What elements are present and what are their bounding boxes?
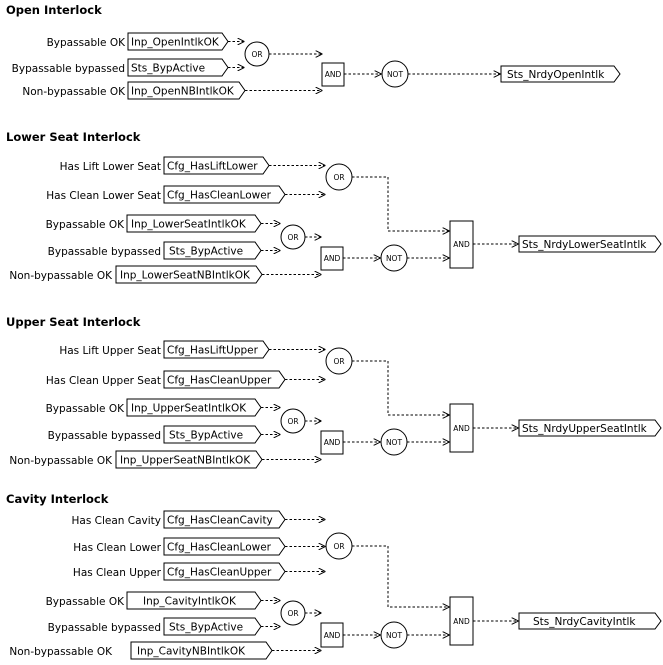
input-label: Bypassable bypassed: [48, 246, 161, 258]
condition-tag-box: [163, 340, 270, 359]
input-tag: Inp_LowerSeatNBIntlkOK: [120, 270, 251, 282]
output-tag-box: [518, 419, 662, 437]
output-tag: Sts_NrdyCavityIntlk: [533, 616, 636, 628]
input-tag: Inp_OpenIntlkOK: [131, 37, 220, 49]
input-tag-box: [163, 241, 262, 260]
input-label: Bypassable bypassed: [12, 63, 125, 75]
input-tag-box: [127, 32, 229, 51]
input-tag-box: [115, 265, 263, 284]
input-tag: Inp_UpperSeatNBIntlkOK: [120, 455, 251, 467]
condition-label: Has Clean Lower Seat: [46, 190, 161, 202]
input-label: Bypassable OK: [47, 37, 127, 49]
not-gate-label: NOT: [386, 254, 403, 263]
output-tag: Sts_NrdyOpenIntlk: [507, 69, 605, 81]
or-gate-label: OR: [333, 542, 344, 551]
section-open-interlock: Open Interlock Bypassable OK Inp_OpenInt…: [6, 3, 621, 100]
condition-label: Has Clean Upper: [73, 567, 162, 579]
input-label: Bypassable bypassed: [48, 622, 161, 634]
input-tag: Sts_BypActive: [131, 63, 205, 75]
input-tag-box: [126, 398, 262, 417]
output-tag: Sts_NrdyLowerSeatIntlk: [522, 239, 647, 251]
input-tag-box: [130, 641, 273, 660]
input-tag-box: [115, 450, 263, 469]
condition-tag: Cfg_HasLiftLower: [167, 161, 258, 173]
input-tag-box: [163, 425, 262, 444]
section-upper-seat-interlock: Upper Seat Interlock Has Lift Upper Seat…: [6, 315, 662, 469]
input-tag-box: [126, 591, 262, 610]
input-tag: Sts_BypActive: [169, 622, 243, 634]
or-gate-label: OR: [287, 233, 298, 242]
and-gate-label: AND: [325, 70, 342, 79]
condition-tag: Cfg_HasCleanCavity: [167, 515, 273, 527]
input-label: Non-bypassable OK: [9, 455, 113, 467]
condition-label: Has Clean Lower: [73, 542, 161, 554]
condition-tag-box: [163, 370, 286, 389]
and-gate-label: AND: [324, 254, 341, 263]
condition-tag: Cfg_HasLiftUpper: [167, 345, 259, 357]
output-tag-box: [518, 235, 662, 253]
input-label: Non-bypassable OK: [9, 646, 113, 658]
input-tag-box: [127, 81, 246, 100]
input-tag-box: [163, 617, 262, 636]
output-tag-box: [500, 65, 621, 83]
input-tag: Inp_OpenNBIntlkOK: [131, 86, 235, 98]
or-gate-label: OR: [287, 417, 298, 426]
input-tag-box: [126, 214, 262, 233]
condition-tag-box: [163, 156, 270, 175]
condition-tag: Cfg_HasCleanLower: [167, 190, 272, 202]
input-tag: Inp_LowerSeatIntlkOK: [131, 219, 247, 231]
output-tag: Sts_NrdyUpperSeatIntlk: [522, 423, 648, 435]
and-gate-label: AND: [324, 631, 341, 640]
condition-label: Has Clean Cavity: [71, 515, 161, 527]
condition-tag-box: [163, 562, 286, 581]
condition-tag-box: [163, 537, 286, 556]
input-label: Non-bypassable OK: [9, 270, 113, 282]
output-tag-box: [518, 612, 662, 630]
not-gate-label: NOT: [386, 631, 403, 640]
section-cavity-interlock: Cavity Interlock Has Clean Cavity Cfg_Ha…: [6, 492, 662, 660]
condition-tag: Cfg_HasCleanLower: [167, 542, 272, 554]
input-label: Bypassable OK: [46, 596, 126, 608]
section-title: Lower Seat Interlock: [6, 130, 141, 144]
condition-tag: Cfg_HasCleanUpper: [167, 567, 272, 579]
input-label: Bypassable bypassed: [48, 430, 161, 442]
condition-label: Has Clean Upper Seat: [46, 375, 161, 387]
condition-tag: Cfg_HasCleanUpper: [167, 375, 272, 387]
input-label: Bypassable OK: [46, 219, 126, 231]
input-label: Non-bypassable OK: [22, 86, 126, 98]
input-tag: Inp_UpperSeatIntlkOK: [131, 403, 247, 415]
condition-tag-box: [163, 185, 286, 204]
or-gate-label: OR: [251, 50, 262, 59]
condition-label: Has Lift Upper Seat: [59, 345, 161, 357]
input-tag: Inp_CavityNBIntlkOK: [137, 646, 246, 658]
and-gate-final-label: AND: [453, 617, 470, 626]
input-tag: Inp_CavityIntlkOK: [143, 596, 237, 608]
section-title: Cavity Interlock: [6, 492, 109, 506]
section-title: Open Interlock: [6, 3, 102, 17]
condition-tag-box: [163, 510, 286, 529]
condition-label: Has Lift Lower Seat: [60, 161, 161, 173]
section-lower-seat-interlock: Lower Seat Interlock Has Lift Lower Seat…: [6, 130, 662, 284]
input-tag: Sts_BypActive: [169, 246, 243, 258]
or-gate-label: OR: [333, 173, 344, 182]
not-gate-label: NOT: [386, 438, 403, 447]
input-tag: Sts_BypActive: [169, 430, 243, 442]
or-gate-label: OR: [287, 609, 298, 618]
or-gate-label: OR: [333, 357, 344, 366]
section-title: Upper Seat Interlock: [6, 315, 141, 329]
not-gate-label: NOT: [387, 70, 404, 79]
input-label: Bypassable OK: [46, 403, 126, 415]
and-gate-final-label: AND: [453, 240, 470, 249]
input-tag-box: [127, 58, 229, 77]
and-gate-label: AND: [324, 438, 341, 447]
and-gate-final-label: AND: [453, 424, 470, 433]
